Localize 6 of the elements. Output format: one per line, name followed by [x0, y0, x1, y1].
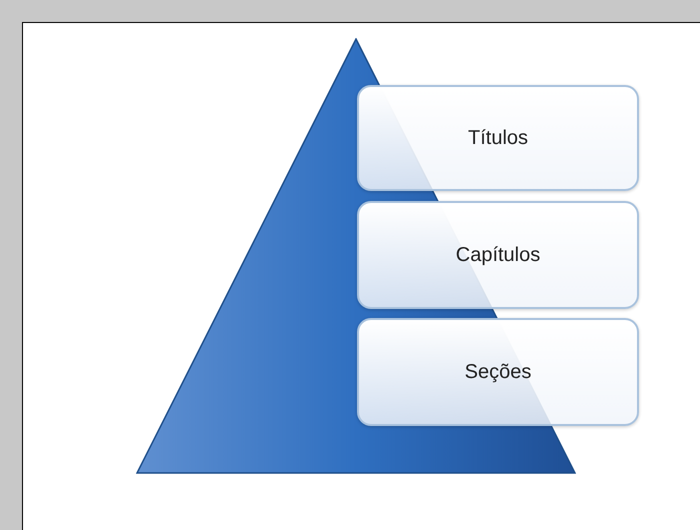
level-box	[357, 201, 639, 309]
level-label: Seções	[464, 360, 532, 384]
level-label: Capítulos	[456, 244, 540, 266]
level-box	[357, 85, 639, 191]
level-box	[357, 318, 639, 426]
level-label: Títulos	[468, 126, 528, 150]
